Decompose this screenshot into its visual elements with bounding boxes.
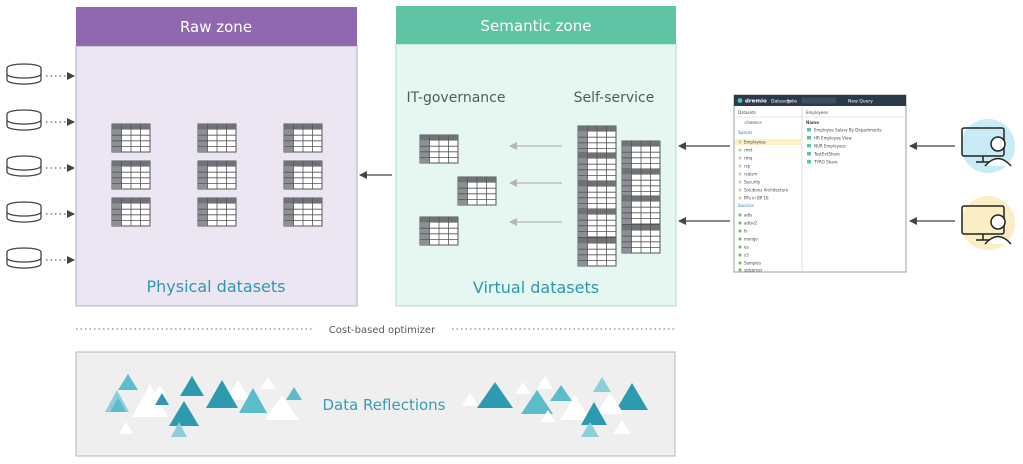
dremio-dataset-item[interactable]: HR Employee View — [814, 136, 852, 141]
dremio-left-header: Datasets — [738, 110, 756, 115]
semantic-zone-title: Semantic zone — [481, 17, 592, 35]
dremio-source-item[interactable]: Samples — [744, 261, 761, 266]
database-icon — [6, 63, 42, 85]
table-grid-icon — [621, 224, 661, 254]
table-grid-icon — [283, 197, 323, 227]
dremio-dataset-list: Employee Salary By Departments HR Employ… — [807, 128, 882, 165]
table-grid-icon — [419, 216, 459, 246]
dremio-selected-row — [735, 139, 801, 145]
dremio-source-item[interactable]: fs — [744, 229, 748, 234]
dremio-dataset-item[interactable]: TYRO Share — [813, 160, 838, 165]
raw-zone-header — [76, 7, 357, 46]
dremio-dataset-item[interactable]: Employee Salary By Departments — [814, 128, 882, 133]
table-grid-icon — [197, 123, 237, 153]
raw-zone: Raw zone Physical datasets — [75, 7, 358, 307]
dremio-dataset-item[interactable]: TestExtShare — [813, 152, 840, 157]
dremio-nav-jobs[interactable]: Jobs — [787, 99, 798, 105]
dremio-sources-list: adls adlsv2 fs mongo es s3 Samples sqlse… — [738, 213, 763, 273]
dremio-space-item[interactable]: rsp — [744, 164, 751, 169]
optimizer-row: Cost-based optimizer — [76, 325, 676, 336]
triangles-pattern — [105, 374, 302, 437]
dremio-column-header: Name — [806, 120, 819, 125]
dremio-spaces-label: Spaces — [738, 130, 752, 135]
table-grid-icon — [457, 176, 497, 206]
table-grid-icon — [197, 197, 237, 227]
dremio-right-header: Employees — [806, 110, 828, 115]
dremio-space-item[interactable]: PPs in BP 16 — [744, 196, 769, 201]
dremio-space-item[interactable]: Solutions Architecture — [744, 188, 789, 193]
reflections-panel: Data Reflections — [75, 351, 676, 457]
dremio-spaces-list: Employees rmd rmq rsp rsalsm Security So… — [735, 139, 801, 201]
table-grid-icon — [111, 160, 151, 190]
table-grid-icon — [111, 123, 151, 153]
database-icon — [6, 201, 42, 223]
user-yellow — [961, 196, 1015, 250]
physical-dataset-grid — [111, 123, 323, 227]
reflections-label: Data Reflections — [322, 396, 445, 414]
table-grid-icon — [283, 123, 323, 153]
table-grid-icon — [577, 152, 617, 182]
table-grid-icon — [577, 125, 617, 155]
dremio-home[interactable]: <home> — [744, 120, 762, 125]
database-icon — [6, 109, 42, 131]
dremio-source-item[interactable]: s3 — [744, 253, 749, 258]
table-grid-icon — [197, 160, 237, 190]
dremio-logo-icon — [737, 98, 743, 103]
dremio-new-query[interactable]: New Query — [848, 99, 873, 105]
triangles-pattern — [462, 376, 648, 437]
dremio-nav-datasets[interactable]: Datasets — [771, 99, 792, 105]
table-grid-icon — [111, 197, 151, 227]
table-grid-icon — [283, 160, 323, 190]
table-grid-icon — [577, 208, 617, 238]
dremio-search-box[interactable] — [802, 97, 836, 104]
optimizer-label: Cost-based optimizer — [329, 325, 436, 336]
dremio-source-item[interactable]: mongo — [744, 237, 758, 242]
dremio-ui-window: dremio Datasets Jobs New Query Datasets … — [733, 94, 907, 273]
table-grid-icon — [621, 140, 661, 170]
dremio-space-item[interactable]: rmq — [744, 156, 752, 161]
table-grid-icon — [577, 180, 617, 210]
table-grid-icon — [577, 237, 617, 267]
dremio-space-item[interactable]: Security — [744, 180, 761, 185]
raw-zone-title: Raw zone — [180, 18, 252, 36]
dremio-sources-label: Sources — [738, 203, 754, 208]
semantic-zone-header — [396, 6, 676, 44]
dremio-space-item[interactable]: rmd — [744, 148, 752, 153]
dremio-dataset-item[interactable]: NUR Employees — [814, 144, 846, 149]
user-blue — [961, 119, 1015, 173]
table-grid-icon — [621, 168, 661, 198]
dremio-source-item[interactable]: adls — [744, 213, 752, 218]
table-grid-icon — [621, 195, 661, 225]
dremio-source-item[interactable]: sqlserver — [744, 268, 763, 273]
dremio-brand: dremio — [745, 99, 767, 105]
semantic-zone-footer: Virtual datasets — [473, 278, 599, 297]
table-grid-icon — [419, 134, 459, 164]
raw-zone-footer: Physical datasets — [147, 277, 286, 296]
dremio-space-item[interactable]: rsalsm — [744, 172, 757, 177]
database-icon — [6, 155, 42, 177]
it-governance-label: IT-governance — [407, 90, 506, 106]
dremio-space-item[interactable]: Employees — [744, 140, 766, 145]
dremio-source-item[interactable]: es — [744, 245, 749, 250]
self-service-label: Self-service — [574, 90, 655, 106]
dremio-source-item[interactable]: adlsv2 — [744, 221, 758, 226]
data-sources — [6, 63, 75, 269]
semantic-zone: Semantic zone IT-governance Self-service… — [395, 6, 677, 307]
database-icon — [6, 247, 42, 269]
